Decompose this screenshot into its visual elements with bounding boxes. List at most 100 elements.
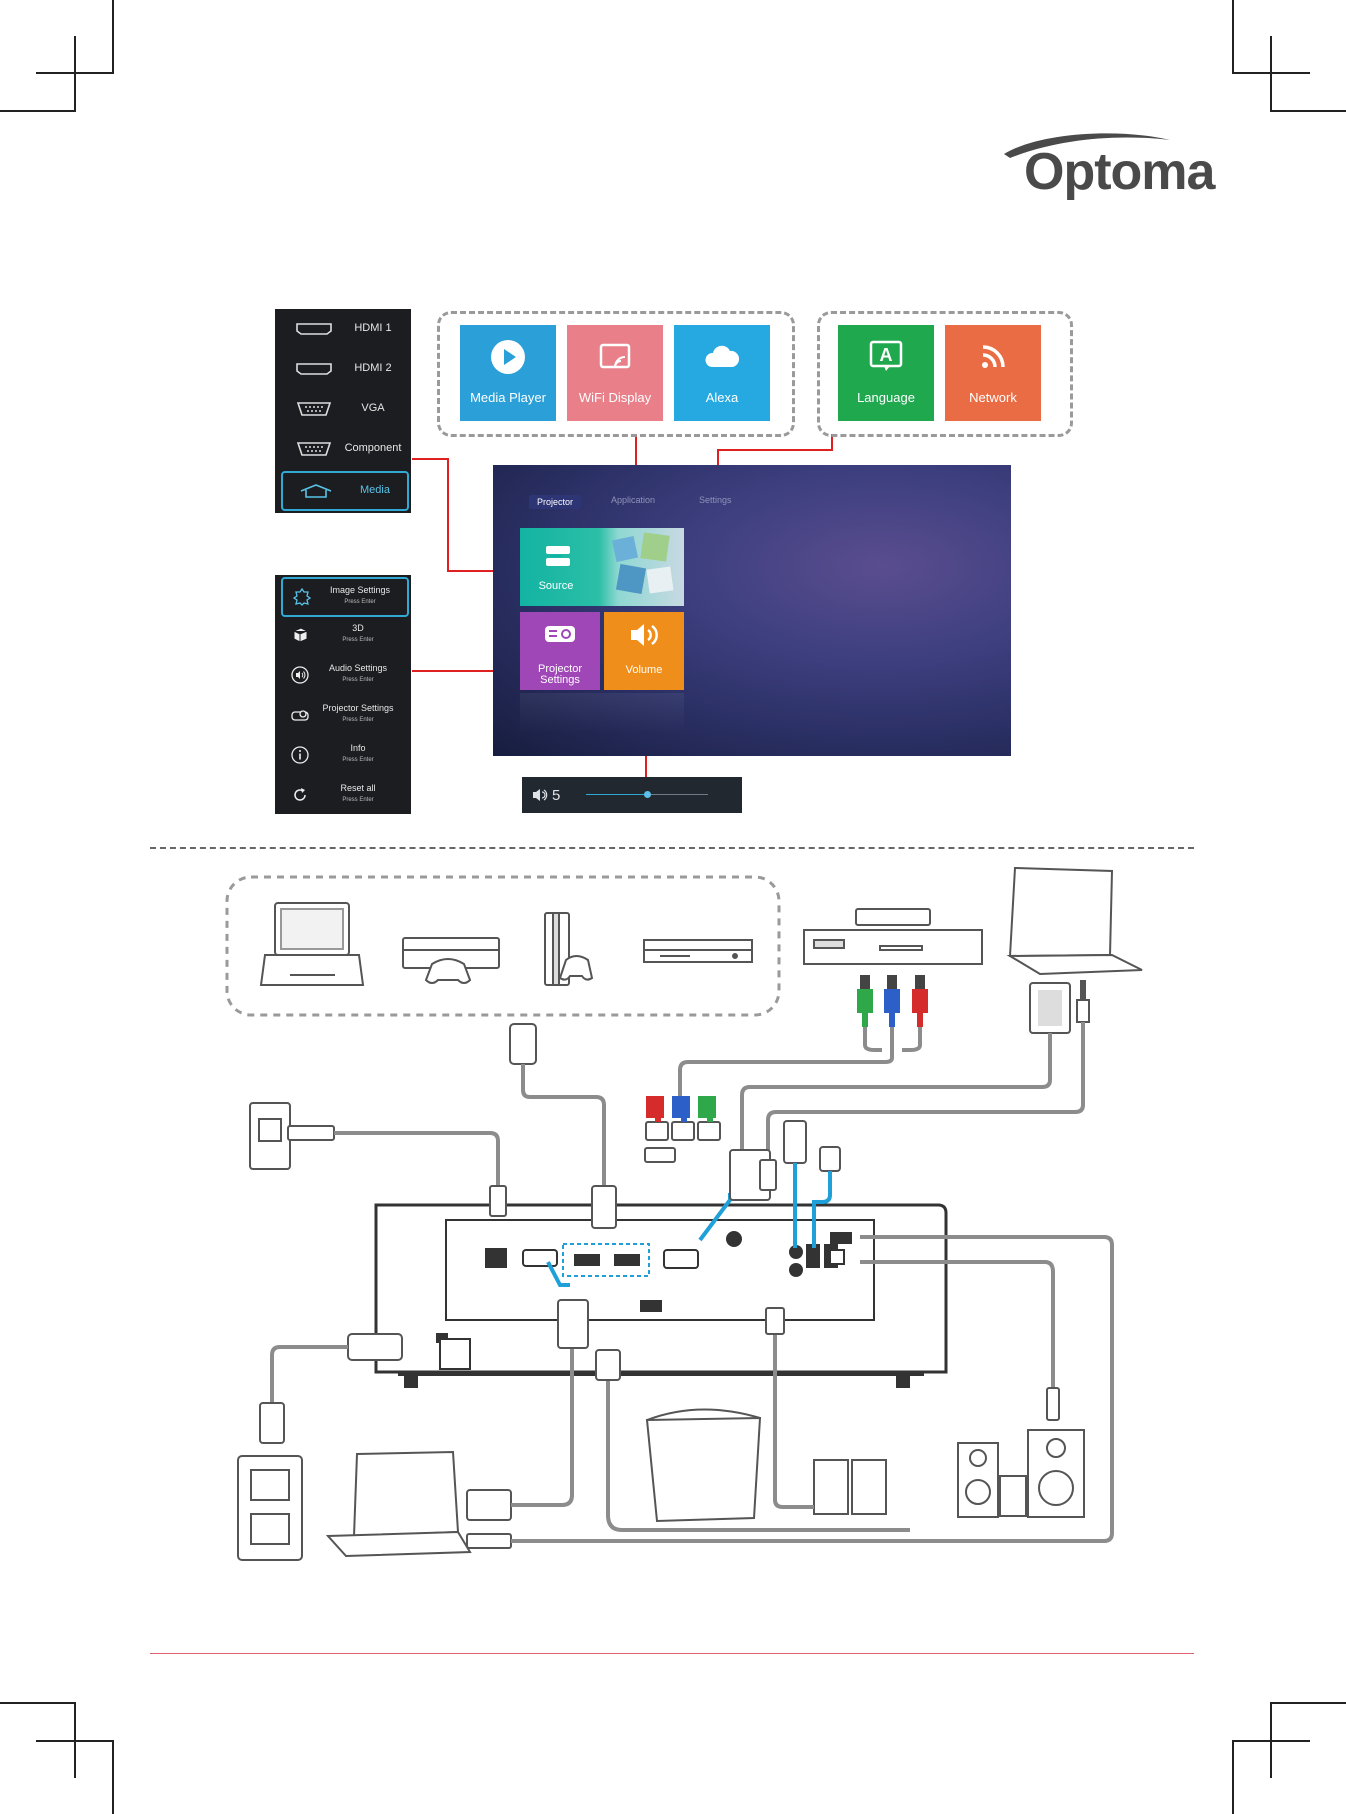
settings-item-label: 3D [352,623,364,633]
tile-reflection [520,693,684,733]
source-item-hdmi-1[interactable]: HDMI 1 [281,311,405,347]
crop-mark [1232,0,1234,73]
play-icon [491,340,525,374]
settings-item-audio-settings[interactable]: Audio Settings Press Enter [281,657,405,693]
speaker-icon [533,789,548,801]
crop-mark [1232,1740,1234,1814]
settings-item-reset-all[interactable]: Reset all Press Enter [281,777,405,813]
home-icon [300,484,332,498]
reset-icon [294,788,306,801]
crop-mark [0,1702,76,1704]
tile-label: Network [969,390,1017,405]
section-divider [150,847,1194,849]
laptop-icon [259,902,365,986]
game-console-icon [402,937,500,984]
logo-text: Optoma [1024,143,1215,201]
settings-item-label: Image Settings [329,585,391,595]
crop-mark [1232,72,1310,74]
crop-mark [36,1740,114,1742]
rss-icon [982,345,1005,368]
crop-mark [1270,110,1346,112]
source-item-label: Component [344,442,402,454]
crop-mark [0,110,76,112]
source-item-hdmi-2[interactable]: HDMI 2 [281,351,405,387]
vga-port-icon [296,402,332,416]
settings-menu: Image Settings Press Enter 3D Press Ente… [275,575,411,814]
crop-mark [112,0,114,73]
media-player-tile[interactable]: Media Player [460,325,556,421]
settings-item-projector-settings[interactable]: Projector Settings Press Enter [281,697,405,733]
network-tile[interactable]: Network [945,325,1041,421]
vga-out-cable [466,1235,1114,1549]
footer-rule [150,1653,1194,1654]
volume-slider-knob[interactable] [644,791,651,798]
crop-mark [1270,1702,1346,1704]
laptop-icon [1006,866,1143,976]
component-rca-cable [678,975,928,1110]
application-tiles-group [437,311,795,437]
dvd-recorder-icon [803,908,983,965]
crop-mark [1232,1740,1310,1742]
projector-home-screen: Projector Application Settings Source Pr… [493,465,1011,756]
projector-icon [545,626,575,642]
projector-settings-tile[interactable]: Projector Settings [520,612,600,690]
source-item-vga[interactable]: VGA [281,391,405,427]
volume-slider-track[interactable] [586,791,708,798]
tab-settings[interactable]: Settings [699,495,732,505]
image-settings-icon [293,588,311,606]
stereo-system-icon [860,1260,1085,1518]
speaker-icon [631,624,658,646]
source-item-media[interactable]: Media [281,471,409,511]
vga-audio-cable [740,980,1090,1150]
connection-diagram [225,866,1143,1561]
tab-projector[interactable]: Projector [529,495,582,509]
playstation-console-icon [544,912,594,986]
crop-mark [36,72,114,74]
power-outlet-icon [237,1455,303,1561]
tile-label: Volume [625,664,663,676]
projector-icon [291,710,309,721]
settings-item-label: Audio Settings [328,663,388,673]
hdmi-sources-group [225,875,781,1017]
settings-item-hint: Press Enter [342,757,374,763]
crop-mark [74,36,76,112]
logo-swoosh-icon [1004,133,1170,158]
volume-osd: 5 [522,777,742,813]
cube-icon [293,627,308,643]
projector-rear-panel [374,1203,948,1388]
tile-label: Media Player [470,390,546,405]
info-icon [291,746,309,764]
source-item-label: HDMI 1 [354,322,392,334]
settings-item-hint: Press Enter [342,717,374,723]
settings-item-label: Reset all [340,783,376,793]
hdmi-port-icon [296,363,332,375]
photo-collage-icon [611,532,674,595]
tab-application[interactable]: Application [611,495,656,505]
connector-plugs [489,1096,777,1229]
settings-item-label: Info [350,743,366,753]
volume-slider-fill [586,794,647,795]
volume-tile[interactable]: Volume [604,612,684,690]
wifi-display-tile[interactable]: WiFi Display [567,325,663,421]
settings-item-image-settings[interactable]: Image Settings Press Enter [281,577,409,617]
alexa-tile[interactable]: Alexa [674,325,770,421]
settings-item-label: Projector Settings [322,703,394,713]
tile-label: Source [538,580,574,592]
hdmi-port-icon [296,323,332,335]
settings-item-hint: Press Enter [344,599,376,605]
tile-label: Alexa [705,390,739,405]
settings-item-info[interactable]: Info Press Enter [281,737,405,773]
hdmi-cable [509,1023,606,1193]
crop-mark [1270,36,1272,112]
language-icon: A [869,340,903,371]
source-tile[interactable]: Source [520,528,684,606]
speakers-icon [765,1307,887,1515]
source-item-label: Media [360,484,390,496]
settings-item-hint: Press Enter [342,637,374,643]
language-tile[interactable]: A Language [838,325,934,421]
svg-text:A: A [880,345,893,365]
audio-icon [291,666,309,684]
optoma-logo: Optoma [1000,130,1215,210]
settings-item-3d[interactable]: 3D Press Enter [281,617,405,653]
source-item-component[interactable]: Component [281,431,405,467]
